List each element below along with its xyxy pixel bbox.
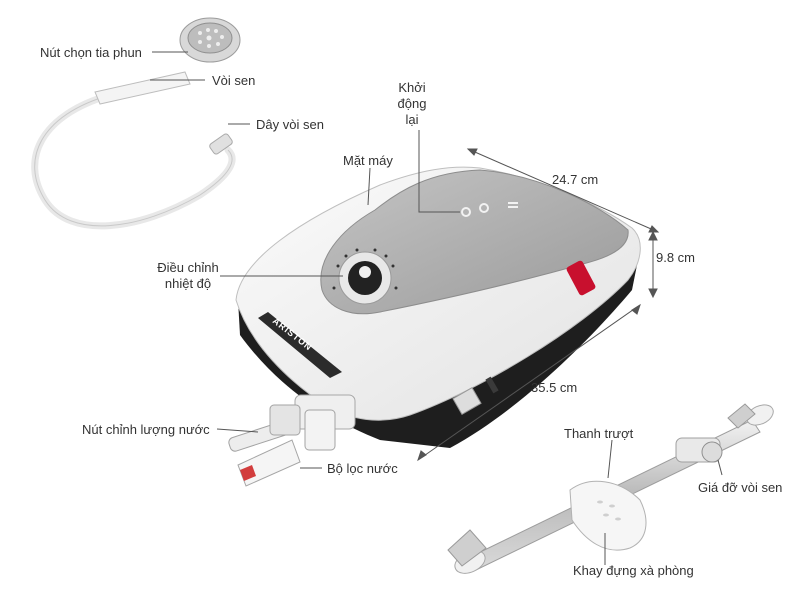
front-panel [320, 169, 629, 315]
label-restart: Khởi động lại [397, 80, 427, 127]
tray-holes [597, 500, 621, 521]
shower-nozzles [198, 28, 224, 48]
brand-strip [258, 312, 342, 378]
leader-lines [150, 51, 723, 565]
label-shower-hose: Dây vòi sen [256, 117, 324, 132]
dimension-lines [417, 148, 660, 462]
label-shower-head: Vòi sen [212, 73, 256, 88]
label-flow-button: Nút chỉnh lượng nước [82, 422, 210, 437]
shower-hose [31, 91, 236, 230]
label-shower-holder: Giá đỡ vòi sen [698, 480, 783, 495]
label-front-panel: Mặt máy [343, 153, 393, 168]
dimension-width: 24.7 cm [552, 172, 599, 187]
hose-connector [209, 133, 233, 155]
dimension-length: 35.5 cm [531, 380, 578, 395]
knob-scale [332, 248, 398, 290]
valve-assembly [228, 394, 356, 487]
slide-bar-assembly [447, 403, 774, 574]
label-soap-tray: Khay đựng xà phòng [573, 563, 694, 578]
label-water-filter: Bộ lọc nước [327, 461, 398, 476]
shower-handle [94, 71, 191, 105]
label-temperature: Điều chỉnh nhiệt độ [157, 260, 219, 291]
rating-label [452, 387, 482, 415]
sale-badge [566, 260, 596, 296]
shower-set [31, 17, 241, 230]
restart-buttons [461, 202, 518, 217]
dimension-height: 9.8 cm [656, 250, 696, 265]
side-button [485, 376, 499, 394]
label-slide-bar: Thanh trượt [564, 426, 634, 441]
label-spray-button: Nút chọn tia phun [40, 45, 142, 60]
